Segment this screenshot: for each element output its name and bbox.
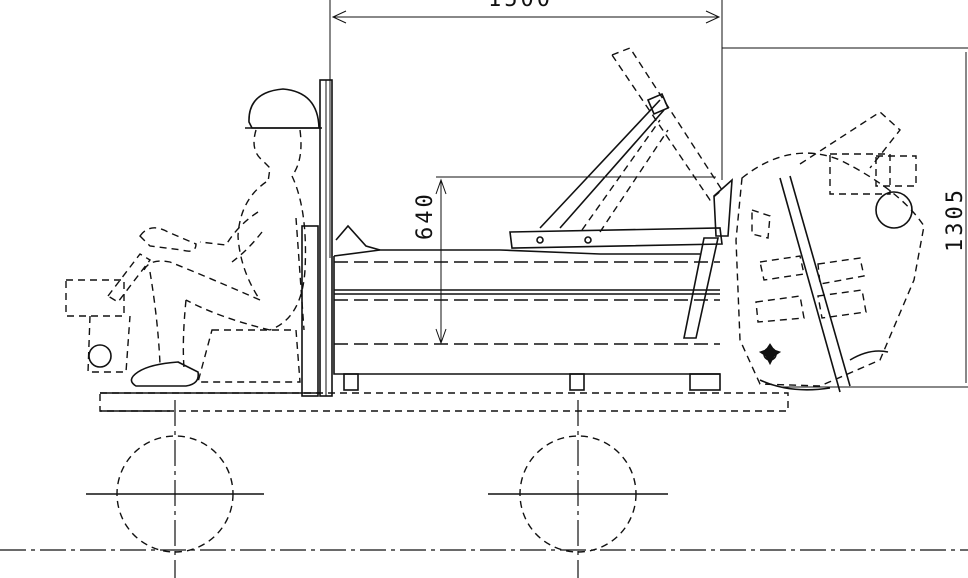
front-wheel [488,400,668,578]
length-dimension-label: 1500 [488,0,553,12]
operator-figure [130,88,322,387]
overall-height-dimension: 1305 [722,47,968,388]
tub-height-dimension-label: 640 [413,191,438,240]
steering-column [65,253,152,373]
rear-drum-assembly [735,111,925,393]
operator-seat [197,217,319,397]
conveyor-arm [509,47,733,339]
rear-wheel [86,400,264,578]
length-dimension: 1500 [329,0,723,258]
cab-wall [319,79,333,397]
chassis-frame [99,392,789,412]
overall-height-dimension-label: 1305 [943,187,968,252]
material-tub [333,224,721,391]
